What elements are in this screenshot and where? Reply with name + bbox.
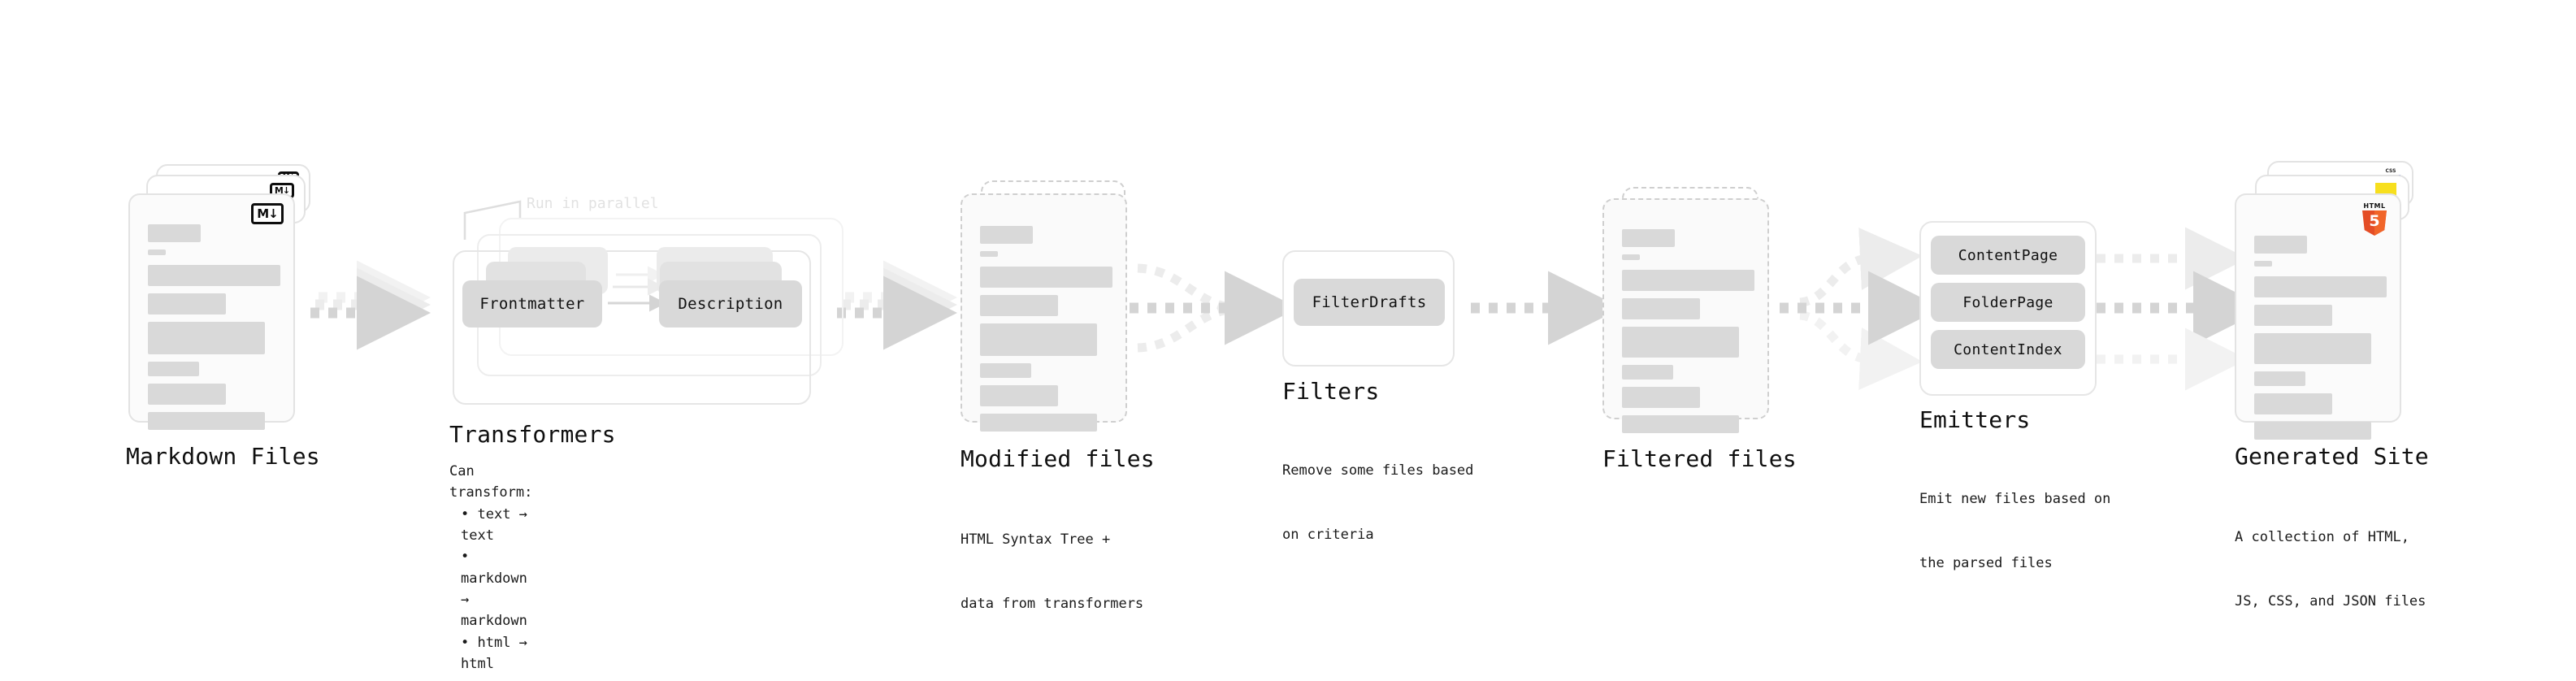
transformers-caption-heading: Can transform: (449, 463, 533, 501)
arrow-modified-to-filters (1130, 263, 1299, 353)
skeleton-line (1622, 270, 1754, 291)
transformers-caption: Can transform: text → text markdown → ma… (449, 461, 532, 674)
transformer-frame-front (453, 250, 811, 405)
site-skeleton (2254, 236, 2387, 447)
skeleton-line (148, 249, 166, 255)
skeleton-line (980, 414, 1097, 432)
skeleton-line (2254, 422, 2371, 440)
transformers-bullet-list: text → text markdown → markdown html → h… (449, 504, 532, 675)
skeleton-line (1622, 254, 1640, 260)
emitters-caption-line: Emit new files based on (1919, 490, 2111, 507)
skeleton-line (2254, 371, 2305, 386)
arrow-markdown-to-transformers (310, 260, 431, 350)
skeleton-line (980, 295, 1058, 316)
generated-site-caption-line: A collection of HTML, (2235, 528, 2409, 545)
transformer-input-pill[interactable]: Frontmatter (462, 280, 602, 327)
skeleton-line (2254, 276, 2387, 297)
skeleton-line (148, 322, 265, 354)
markdown-skeleton (148, 224, 280, 437)
filtered-card-front[interactable] (1602, 198, 1769, 433)
html5-badge-label: HTML (2363, 202, 2386, 210)
generated-site-title: Generated Site (2235, 443, 2429, 470)
skeleton-line (1622, 327, 1739, 358)
markdown-card-front[interactable]: M↓ (128, 193, 295, 430)
filters-caption: Remove some files based on criteria (1282, 417, 1473, 588)
html5-badge: HTML 5 (2361, 203, 2388, 236)
skeleton-line (2254, 305, 2332, 326)
html5-digit: 5 (2369, 211, 2380, 230)
skeleton-line (980, 323, 1097, 356)
skeleton-line (980, 226, 1033, 244)
transformers-bullet: text → text (461, 504, 532, 547)
site-card-front[interactable]: HTML 5 (2235, 193, 2401, 440)
skeleton-line (1622, 387, 1700, 408)
skeleton-line (148, 293, 226, 314)
filters-title: Filters (1282, 378, 1380, 405)
skeleton-line (1622, 229, 1675, 247)
arrow-emitters-to-site (2097, 227, 2267, 391)
filters-caption-line: Remove some files based (1282, 462, 1474, 479)
emitters-caption-line: the parsed files (1919, 554, 2053, 571)
emitters-caption: Emit new files based on the parsed files (1919, 445, 2110, 617)
skeleton-line (148, 265, 280, 286)
modified-skeleton (980, 226, 1112, 439)
filtered-files-title: Filtered files (1602, 445, 1797, 472)
emitters-pill-contentindex[interactable]: ContentIndex (1931, 330, 2085, 369)
skeleton-line (2254, 236, 2307, 254)
generated-site-caption: A collection of HTML, JS, CSS, and JSON … (2235, 484, 2426, 655)
arrow-filtered-to-emitters (1780, 228, 1942, 390)
skeleton-line (980, 363, 1031, 378)
transformers-bullet: html → html (461, 632, 532, 675)
modified-files-caption: HTML Syntax Tree + data from transformer… (961, 486, 1143, 657)
filters-pill-filterdrafts[interactable]: FilterDrafts (1294, 279, 1445, 326)
generated-site-caption-line: JS, CSS, and JSON files (2235, 592, 2426, 609)
skeleton-line (148, 412, 265, 430)
transformer-output-pill[interactable]: Description (659, 280, 802, 327)
markdown-files-title: Markdown Files (126, 443, 320, 470)
modified-card-front[interactable] (961, 193, 1127, 432)
emitters-pill-folderpage[interactable]: FolderPage (1931, 283, 2085, 322)
markdown-badge: M↓ (251, 203, 284, 224)
run-in-parallel-label: Run in parallel (527, 195, 659, 212)
transformers-bullet: markdown → markdown (461, 546, 532, 631)
emitters-pill-contentpage[interactable]: ContentPage (1931, 236, 2085, 275)
css-badge-label: CSS (2385, 168, 2396, 174)
skeleton-line (1622, 415, 1739, 433)
skeleton-line (2254, 333, 2371, 364)
skeleton-line (1622, 298, 1700, 319)
skeleton-line (148, 384, 226, 405)
skeleton-line (148, 224, 201, 242)
modified-files-title: Modified files (961, 445, 1155, 472)
html5-shield: 5 (2362, 210, 2387, 236)
skeleton-line (1622, 365, 1673, 380)
skeleton-line (980, 267, 1112, 288)
modified-files-caption-line: HTML Syntax Tree + (961, 531, 1111, 548)
skeleton-line (2254, 393, 2332, 414)
skeleton-line (2254, 261, 2272, 267)
skeleton-line (980, 385, 1058, 406)
modified-files-caption-line: data from transformers (961, 595, 1144, 612)
arrow-transformers-to-modified (837, 260, 957, 350)
js-badge (2375, 183, 2396, 196)
skeleton-line (148, 362, 199, 376)
skeleton-line (980, 251, 998, 257)
filters-caption-line: on criteria (1282, 526, 1374, 543)
filtered-skeleton (1622, 229, 1754, 440)
transformers-title: Transformers (449, 421, 616, 448)
emitters-title: Emitters (1919, 406, 2031, 433)
